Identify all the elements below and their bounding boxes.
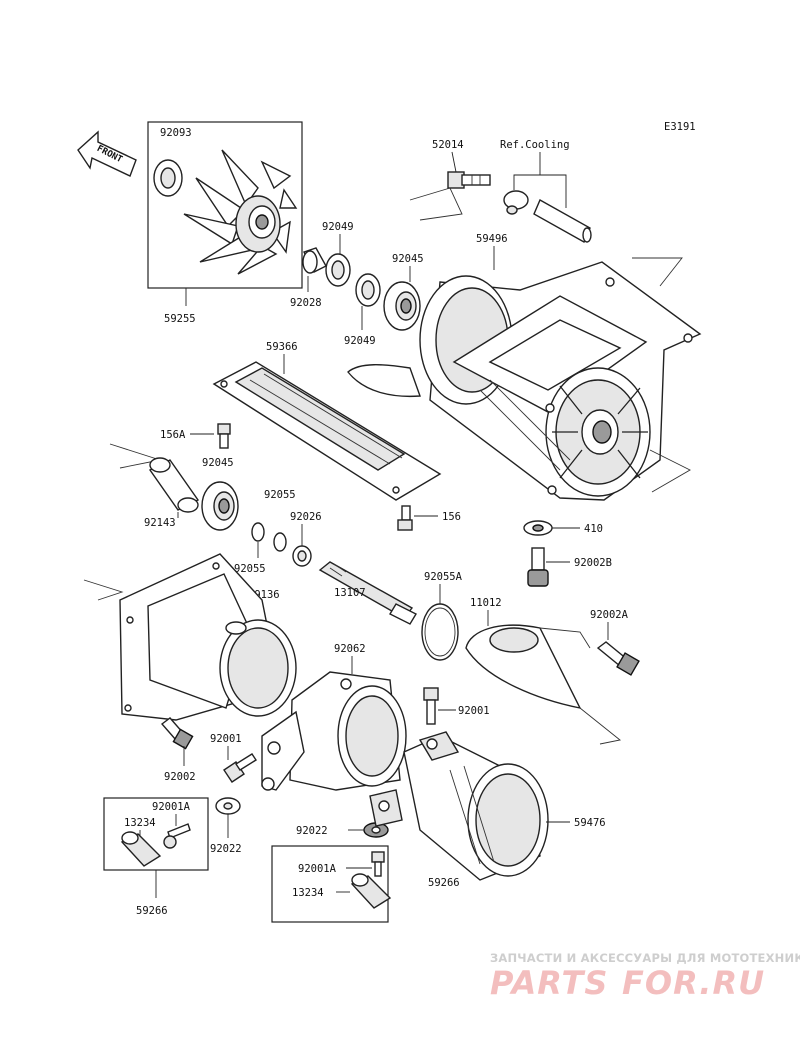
bolt-92001-a (423, 687, 439, 725)
label-92001A-b: 92001A (298, 863, 337, 875)
label-156A: 156A (160, 429, 186, 441)
pivot-13234-b (350, 873, 392, 909)
label-92002B: 92002B (574, 557, 612, 569)
impeller-box (147, 121, 303, 289)
impeller (183, 149, 298, 275)
label-92045-a: 92045 (392, 253, 424, 265)
bearing-92049-a (325, 253, 351, 287)
seal-92093 (153, 159, 183, 197)
o-ring-92055-b (273, 532, 287, 552)
spacer-92028 (302, 247, 327, 274)
o-ring-92055A (421, 603, 459, 661)
label-13234-b: 13234 (292, 887, 324, 899)
label-92055A: 92055A (424, 571, 463, 583)
label-59266-b-ref: 59266 (428, 877, 460, 889)
label-11012: 11012 (470, 597, 502, 609)
watermark-brand-left: PARTS (490, 964, 608, 1002)
label-410: 410 (584, 523, 603, 535)
label-59476: 59476 (574, 817, 606, 829)
label-92022-a: 92022 (210, 843, 242, 855)
kit-box-right (271, 845, 389, 923)
spacer-92143 (148, 457, 200, 513)
label-59255: 59255 (164, 313, 196, 325)
bolt-92002A (596, 641, 640, 676)
bearing-92049-b (355, 273, 381, 307)
label-92062: 92062 (334, 643, 366, 655)
bearing-92045-b (201, 481, 239, 531)
fitting-52014 (447, 171, 491, 189)
housing-92062 (261, 671, 407, 791)
bolt-92002 (160, 717, 194, 750)
watermark-brand-right: FOR.RU (622, 964, 765, 1002)
washer-92026 (292, 545, 312, 567)
bolt-92001-b (223, 753, 257, 783)
watermark-subtitle: ЗАПЧАСТИ И АКСЕССУАРЫ ДЛЯ МОТОТЕХНИКИ (490, 951, 800, 965)
ref-cooling-label: Ref.Cooling (500, 139, 570, 151)
label-92143: 92143 (144, 517, 176, 529)
washer-410 (523, 520, 553, 536)
label-13107: 13107 (334, 587, 366, 599)
label-59496: 59496 (476, 233, 508, 245)
pump-housing-59496 (347, 261, 702, 501)
plate-59366 (212, 361, 442, 501)
cooling-clamp (503, 190, 529, 215)
watermark-logo: ЗАПЧАСТИ И АКСЕССУАРЫ ДЛЯ МОТОТЕХНИКИ PA… (490, 951, 800, 1002)
label-156: 156 (442, 511, 461, 523)
label-92001A-a: 92001A (152, 801, 191, 813)
label-92026: 92026 (290, 511, 322, 523)
diagram-code: E3191 (664, 121, 696, 133)
label-92049-a: 92049 (322, 221, 354, 233)
label-52014: 52014 (432, 139, 464, 151)
label-92055-a: 92055 (264, 489, 296, 501)
label-92055-b: 92055 (234, 563, 266, 575)
label-92093: 92093 (160, 127, 192, 139)
label-92049-b: 92049 (344, 335, 376, 347)
label-92001-a: 92001 (458, 705, 490, 717)
nozzle-59476 (369, 731, 549, 881)
washer-92022-b (363, 822, 389, 838)
label-59266-a: 59266 (136, 905, 168, 917)
label-92028: 92028 (290, 297, 322, 309)
label-92045-b: 92045 (202, 457, 234, 469)
bolt-92001A-a (163, 823, 191, 849)
cooling-hose (533, 199, 592, 243)
o-ring-92055-a (251, 522, 265, 542)
label-59366: 59366 (266, 341, 298, 353)
label-92002: 92002 (164, 771, 196, 783)
label-92022-b: 92022 (296, 825, 328, 837)
bolt-156A (217, 423, 231, 449)
front-arrow-icon: FRONT (77, 130, 137, 177)
nozzle-11012 (465, 624, 622, 745)
stator-59136 (119, 553, 297, 721)
bearing-92045-a (383, 281, 421, 331)
bolt-156 (397, 505, 413, 531)
bolt-92001A-b (371, 851, 385, 877)
shaft-13107 (318, 561, 417, 625)
washer-92022-a (215, 797, 241, 815)
bolt-92002B (527, 547, 549, 587)
label-92002A: 92002A (590, 609, 629, 621)
pivot-13234-a (120, 831, 162, 867)
label-92001-b: 92001 (210, 733, 242, 745)
label-13234-a: 13234 (124, 817, 156, 829)
